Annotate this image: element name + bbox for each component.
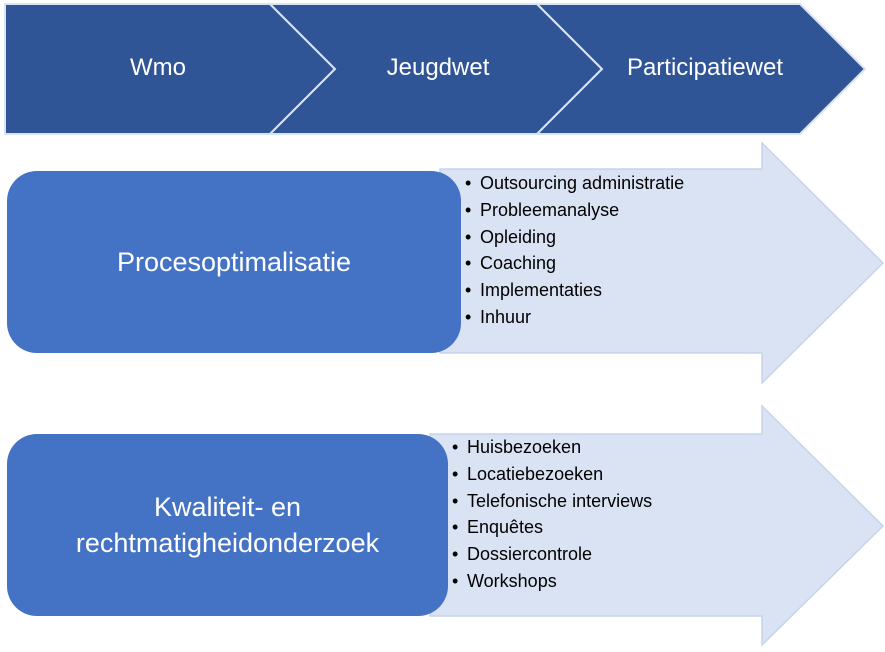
list-item: Inhuur xyxy=(465,304,684,331)
row-1-list: Outsourcing administratie Probleemanalys… xyxy=(465,170,684,331)
row-2-title: Kwaliteit- en rechtmatigheidonderzoek xyxy=(7,434,448,616)
row-2-box xyxy=(7,434,448,616)
list-item: Outsourcing administratie xyxy=(465,170,684,197)
list-item: Probleemanalyse xyxy=(465,197,684,224)
chevron-label-jeugdwet: Jeugdwet xyxy=(386,54,490,81)
list-item: Telefonische interviews xyxy=(452,488,652,515)
list-item: Locatiebezoeken xyxy=(452,461,652,488)
row-1-title-line-1: Procesoptimalisatie xyxy=(116,246,352,277)
list-item: Enquêtes xyxy=(452,514,652,541)
row-2-title-line-2: rechtmatigheidonderzoek xyxy=(75,528,380,558)
list-item: Huisbezoeken xyxy=(452,434,652,461)
list-item: Opleiding xyxy=(465,224,684,251)
chevron-label-participatiewet: Participatiewet xyxy=(626,54,784,81)
list-item: Dossiercontrole xyxy=(452,541,652,568)
row-2-title-line-1: Kwaliteit- en xyxy=(153,491,302,522)
list-item: Coaching xyxy=(465,250,684,277)
chevron-participatiewet xyxy=(534,3,867,135)
chevron-label-wmo: Wmo xyxy=(130,54,186,81)
list-item: Workshops xyxy=(452,568,652,595)
row-2-list: Huisbezoeken Locatiebezoeken Telefonisch… xyxy=(452,434,652,595)
row-1-box xyxy=(7,171,461,353)
row-1-title: Procesoptimalisatie xyxy=(7,171,461,353)
list-item: Implementaties xyxy=(465,277,684,304)
